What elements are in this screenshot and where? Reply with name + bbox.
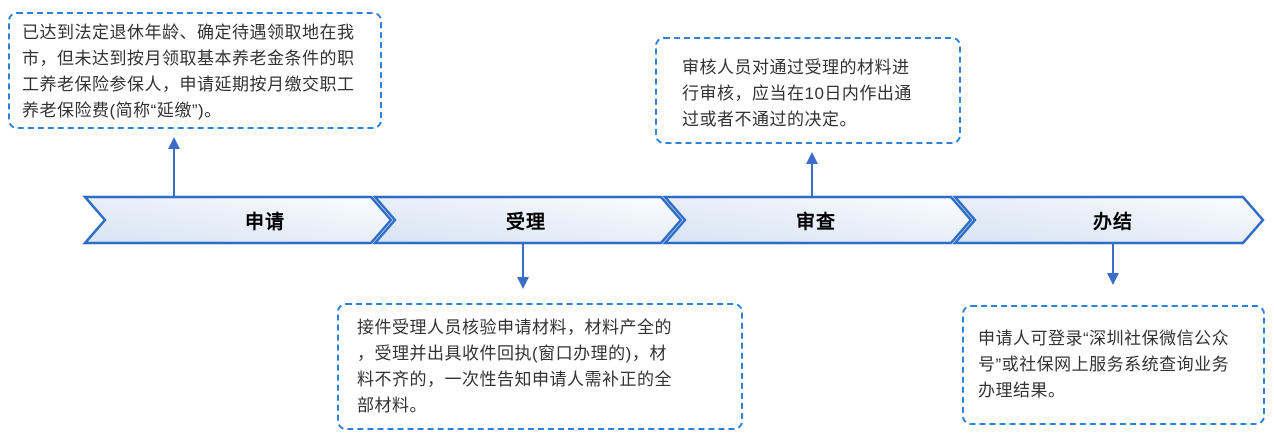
arrow-review-to-note bbox=[806, 152, 818, 196]
callout-complete-note: 申请人可登录“深圳社保微信公众 号”或社保网上服务系统查询业务 办理结果。 bbox=[962, 305, 1265, 425]
chevron-step-apply bbox=[82, 195, 393, 245]
callout-review-note-text: 审核人员对通过受理的材料进 行审核，应当在10日内作出通 过或者不通过的决定。 bbox=[682, 58, 912, 129]
callout-apply-note-text: 已达到法定退休年龄、确定待遇领取地在我 市，但未达到按月领取基本养老金条件的职 … bbox=[22, 23, 355, 120]
arrow-apply-head bbox=[168, 137, 180, 149]
arrow-review-head bbox=[806, 152, 818, 164]
callout-complete-note-text: 申请人可登录“深圳社保微信公众 号”或社保网上服务系统查询业务 办理结果。 bbox=[978, 329, 1230, 400]
callout-accept-note-text: 接件受理人员核验申请材料，材料产全的 ，受理并出具收件回执(窗口办理的)，材 料… bbox=[357, 318, 672, 415]
arrow-accept-to-note bbox=[517, 244, 529, 289]
callout-apply-note: 已达到法定退休年龄、确定待遇领取地在我 市，但未达到按月领取基本养老金条件的职 … bbox=[8, 12, 382, 129]
step-label-review: 审查 bbox=[795, 212, 836, 233]
callout-review-note: 审核人员对通过受理的材料进 行审核，应当在10日内作出通 过或者不通过的决定。 bbox=[655, 37, 961, 144]
chevron-step-complete bbox=[952, 195, 1265, 245]
arrow-complete-to-note bbox=[1107, 244, 1119, 285]
step-label-apply: 申请 bbox=[244, 212, 285, 233]
arrow-accept-head bbox=[517, 277, 529, 289]
step-label-accept: 受理 bbox=[505, 212, 546, 233]
callout-accept-note: 接件受理人员核验申请材料，材料产全的 ，受理并出具收件回执(窗口办理的)，材 料… bbox=[337, 303, 743, 430]
arrow-apply-to-note bbox=[168, 137, 180, 196]
chevron-step-accept bbox=[372, 195, 683, 245]
chevron-step-review bbox=[662, 195, 973, 245]
step-label-complete: 办结 bbox=[1092, 212, 1133, 233]
arrow-complete-head bbox=[1107, 273, 1119, 285]
